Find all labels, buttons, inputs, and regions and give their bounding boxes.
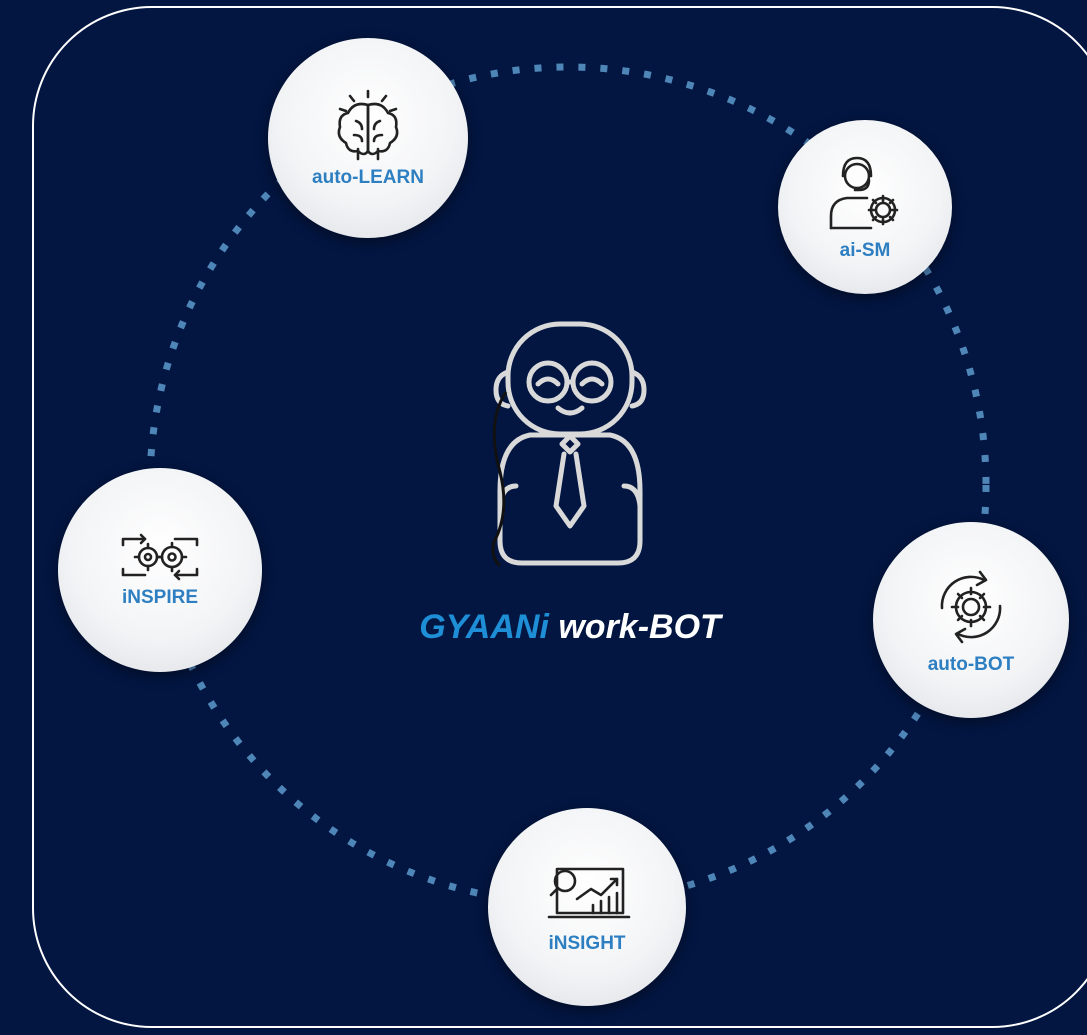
gear-cycle-icon	[940, 570, 1002, 644]
node-ai-sm[interactable]: ai-SM	[778, 120, 952, 294]
node-label: ai-SM	[839, 240, 891, 261]
node-auto-bot[interactable]: auto-BOT	[873, 522, 1069, 718]
title-gyaani: GYAANi	[419, 608, 549, 646]
node-insight[interactable]: iNSIGHT	[488, 808, 686, 1006]
gears-loop-icon	[121, 533, 199, 581]
node-inspire[interactable]: iNSPIRE	[58, 468, 262, 672]
node-label: iNSIGHT	[548, 933, 626, 954]
node-label: auto-LEARN	[312, 167, 424, 188]
title-workbot: work-BOT	[558, 608, 721, 646]
node-label: iNSPIRE	[121, 587, 199, 608]
node-auto-learn[interactable]: auto-LEARN	[268, 38, 468, 238]
node-label: auto-BOT	[927, 654, 1015, 675]
rounded-frame	[32, 6, 1087, 1028]
robot-mascot-icon	[491, 321, 647, 568]
analytics-chart-icon	[547, 867, 631, 919]
center-title: GYAANi work-BOT	[380, 608, 760, 647]
brain-icon	[337, 89, 399, 161]
support-agent-gear-icon	[829, 156, 899, 230]
